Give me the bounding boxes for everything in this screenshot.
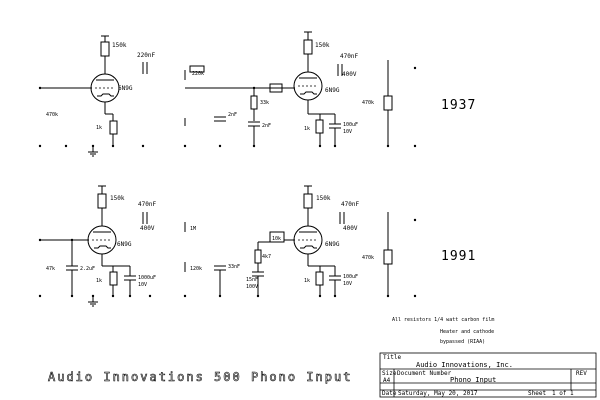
label-v2-plate-res-1937: 150k [315,42,330,49]
label-mid-res3-1991: 4k7 [262,254,271,260]
label-mid-res2-1991: 120k [190,266,202,272]
label-v2-plate-res-1991: 150k [316,195,331,202]
tube-v2-1991 [293,212,323,266]
label-year-1937: 1937 [441,98,476,113]
tb-title-label: Title [383,354,401,361]
resistor-v2-cathode-1991 [315,271,324,286]
label-v2-cap-1937: 470nF [340,53,358,60]
label-year-1991: 1991 [441,249,476,264]
resistor-v1-cathode-1937 [109,120,118,135]
label-v1-cath-res-1937: 1k [96,125,102,131]
tb-size-value: A4 [383,377,391,384]
resistor-v1-plate-1991 [97,193,107,209]
tb-date-label: Date [382,390,397,397]
label-mid-res-1937: 220k [192,71,204,77]
label-v1-in-res-1991: 47k [46,266,55,272]
resistor-mid2-1937 [250,95,258,110]
label-v1-grid-res-1937: 470k [46,112,58,118]
label-v1-in-cap-1991: 2.2uF [80,266,95,272]
note-line-1: All resistors 1/4 watt carbon film [392,317,494,323]
tb-company: Audio Innovations, Inc. [416,361,513,369]
label-mid-cap-1991: 33nF [228,264,240,270]
label-v1-tube-1937: 6N9G [118,85,133,92]
resistor-mid3-1991 [254,249,262,264]
resistor-v2-cathode-1937 [315,119,324,134]
label-v2-cath-cap-v-1937: 10V [343,129,352,135]
label-v2-tube-1991: 6N9G [325,241,340,248]
resistor-out-1937 [383,95,393,111]
resistor-v1-plate-1937 [100,41,110,57]
label-mid-cap-1937: 2nF [228,112,237,118]
label-v2-cath-cap-1937: 100uF [343,122,358,128]
circuit-1991: 150k 470nF 400V 6N9G 47k 2.2uF 1k 1000uF… [38,185,476,307]
label-v2-cath-res-1991: 1k [304,278,310,284]
label-v2-cath-cap-v-1991: 10V [343,281,352,287]
note-line-2: Heater and cathode [440,329,494,335]
label-v1-plate-res-1991: 150k [110,195,125,202]
resistor-v2-plate-1937 [303,39,313,55]
label-mid-cap2-v-1991: 100V [246,284,258,290]
tb-sheet-label: Sheet [528,390,546,397]
ground-icon [88,146,98,157]
label-out-res-1937: 470k [362,100,374,106]
resistor-v2-plate-1991 [303,193,313,209]
tb-date-value: Saturday, May 20, 2017 [398,390,478,397]
note-line-3: bypassed (RIAA) [440,339,485,345]
label-v1-cap-1991: 470nF [138,201,156,208]
label-v2-cath-cap-1991: 100uF [343,274,358,280]
label-v1-plate-res-1937: 150k [112,42,127,49]
resistor-v1-cathode-1991 [109,271,118,286]
diagram-caption: Audio Innovations 500 Phono Input [48,370,352,384]
tb-number-value: Phono Input [450,376,496,384]
label-v2-tube-1937: 6N9G [325,87,340,94]
ground-icon [88,296,98,307]
label-mid-cap2-1937: 2nF [262,123,271,129]
label-v1-tube-1991: 6N9G [117,241,132,248]
tb-number-label: Document Number [397,370,452,377]
label-v2-cap-v-1937: 400V [342,71,357,78]
label-tap-1991: 10k [272,236,281,242]
tube-v2-1937 [293,58,323,114]
label-out-res-1991: 470k [362,255,374,261]
label-v1-cath-cap-1991: 1000uF [138,275,156,281]
resistor-out-1991 [383,249,393,265]
resistor-mid-1937 [189,65,205,73]
tube-v1-1937 [90,60,120,114]
label-v1-cath-cap-v-1991: 10V [138,282,147,288]
label-v2-cath-res-1937: 1k [304,126,310,132]
tb-sheet-value: 1 of 1 [552,390,574,397]
label-v2-cap-1991: 470nF [341,201,359,208]
tb-rev-label: REV [576,370,587,377]
label-v1-cath-res-1991: 1k [96,278,102,284]
label-v1-cap-1937: 220nF [137,52,155,59]
title-block: Title Audio Innovations, Inc. Size Docum… [379,352,597,398]
tb-size-label: Size [382,370,397,377]
circuit-1937: 150k 220nF 6N9G 470k 1k 22 [38,31,476,157]
notes: All resistors 1/4 watt carbon film Heate… [392,317,494,345]
label-mid-cap2-1991: 15nF [246,277,258,283]
label-v1-cap-v-1991: 400V [140,225,155,232]
label-mid-res-1991: 1M [190,226,196,232]
tube-v1-1991 [87,212,117,266]
label-v2-cap-v-1991: 400V [343,225,358,232]
label-mid-res2-1937: 33k [260,100,269,106]
